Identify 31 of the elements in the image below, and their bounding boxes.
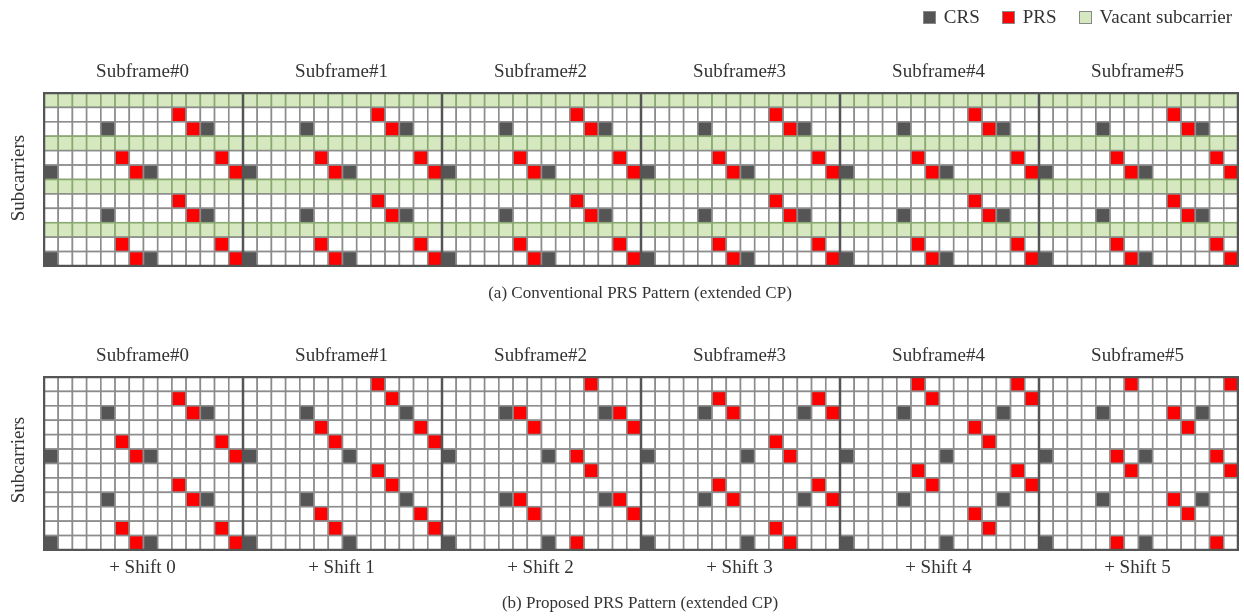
legend-label: PRS: [1022, 6, 1057, 28]
subframe-grid: [242, 60, 441, 267]
shift-label: + Shift 3: [705, 556, 774, 578]
axis-label: Subcarriers: [6, 134, 29, 222]
subframe-label: Subframe#1: [294, 60, 389, 82]
subframe-label: Subframe#0: [95, 344, 190, 366]
shift-label: + Shift 4: [904, 556, 973, 578]
subframe-grid: [640, 60, 839, 267]
subframe-label: Subframe#5: [1090, 344, 1185, 366]
subframe-label: Subframe#2: [493, 60, 588, 82]
subframe-label: Subframe#3: [692, 344, 787, 366]
subframe-label: Subframe#4: [891, 344, 986, 366]
subframe-label: Subframe#3: [692, 60, 787, 82]
shift-label: + Shift 5: [1103, 556, 1172, 578]
figure-caption: (a) Conventional PRS Pattern (extended CP): [487, 283, 793, 303]
subframe-grid: [1038, 60, 1237, 267]
axis-label: Subcarriers: [6, 416, 29, 504]
legend-label: CRS: [943, 6, 980, 28]
subframe-grid: [839, 60, 1038, 267]
subframe-grid: [43, 60, 242, 267]
shift-label: + Shift 2: [506, 556, 575, 578]
subframe-label: Subframe#5: [1090, 60, 1185, 82]
subframe-grid: [441, 60, 640, 267]
shift-label: + Shift 1: [307, 556, 376, 578]
subframe-label: Subframe#2: [493, 344, 588, 366]
subframe-label: Subframe#1: [294, 344, 389, 366]
legend-label: Vacant subcarrier: [1099, 6, 1232, 28]
subframe-label: Subframe#0: [95, 60, 190, 82]
figure-caption: (b) Proposed PRS Pattern (extended CP): [500, 593, 780, 613]
subframe-label: Subframe#4: [891, 60, 986, 82]
shift-label: + Shift 0: [108, 556, 177, 578]
